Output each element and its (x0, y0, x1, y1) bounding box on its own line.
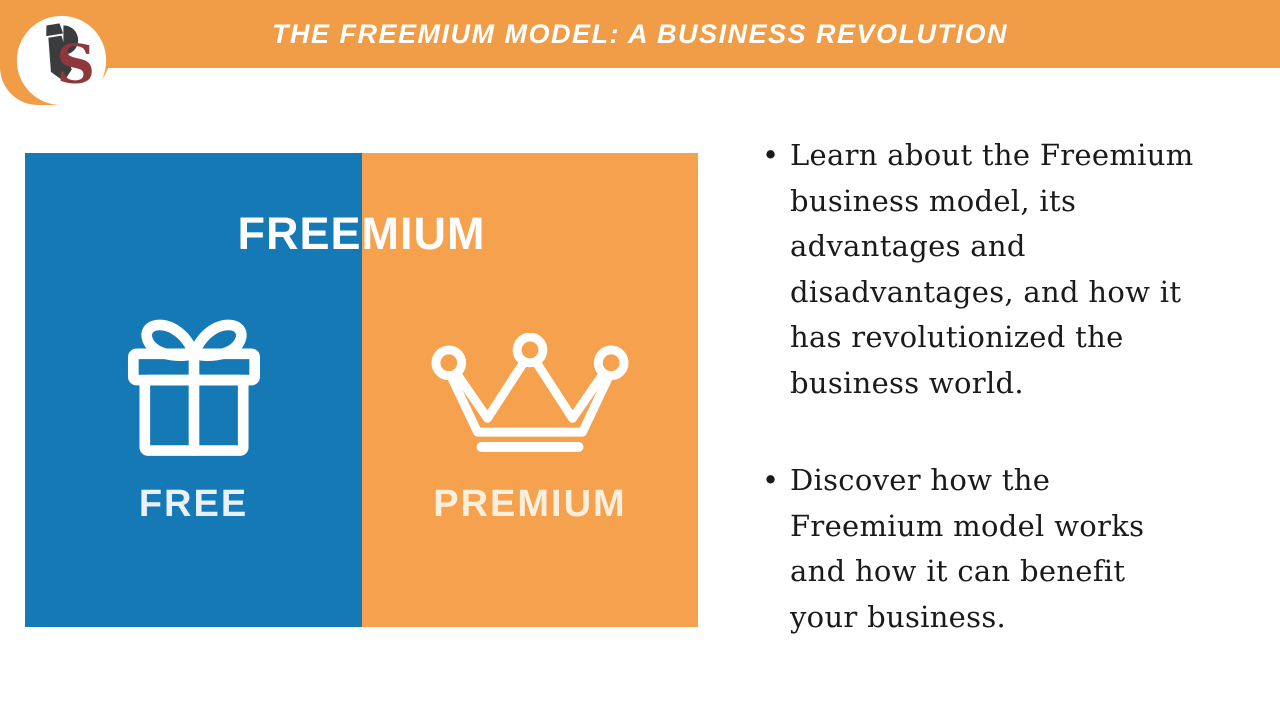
logo-letter-s: S (57, 32, 95, 95)
list-item: • Learn about the Freemium business mode… (762, 133, 1251, 406)
premium-label: PREMIUM (433, 483, 627, 525)
logo-p-bowl (63, 25, 79, 55)
bullet-marker: • (762, 138, 780, 172)
freemium-infographic: FREEMIUM FREE PREMIUM (25, 153, 698, 627)
company-logo: S (16, 15, 107, 106)
bullet-text: Learn about the Freemium business model,… (790, 138, 1194, 400)
bullet-marker: • (762, 463, 780, 497)
free-panel: FREE (25, 153, 362, 627)
slide-header: THE FREEMIUM MODEL: A BUSINESS REVOLUTIO… (0, 0, 1280, 68)
bullet-text: Discover how the Freemium model works an… (790, 463, 1145, 634)
gift-icon (127, 319, 260, 456)
logo-blob: S (0, 0, 112, 106)
bullet-list: • Learn about the Freemium business mode… (762, 133, 1251, 640)
page-title: THE FREEMIUM MODEL: A BUSINESS REVOLUTIO… (271, 19, 1008, 49)
free-label: FREE (138, 483, 249, 525)
premium-panel: PREMIUM (362, 153, 698, 627)
crown-icon (431, 333, 629, 452)
freemium-heading: FREEMIUM (237, 208, 486, 259)
list-item: • Discover how the Freemium model works … (762, 458, 1251, 640)
tie-icon (46, 23, 72, 82)
